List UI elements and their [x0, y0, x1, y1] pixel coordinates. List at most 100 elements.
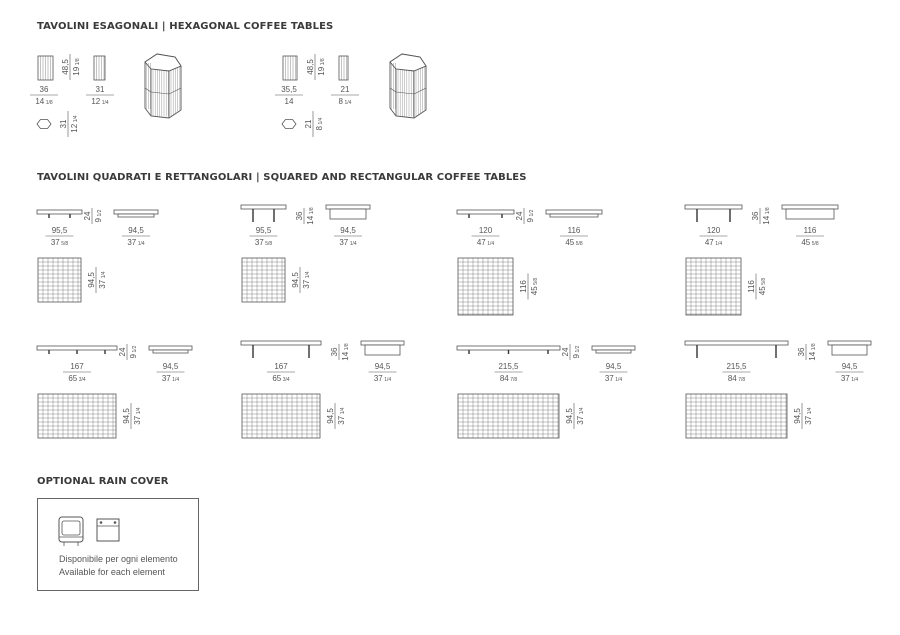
rain-cover-heading: OPTIONAL RAIN COVER	[37, 476, 169, 487]
hex-height-1-metric: 48,5	[61, 59, 70, 75]
table-plan-view	[685, 393, 788, 439]
table-7-length-metric: 215,5	[498, 362, 519, 371]
hex-perspective-view	[389, 53, 427, 119]
table-3-width-metric: 116	[568, 226, 581, 235]
hex-depth-1-metric: 31	[96, 85, 105, 94]
table-4-width-metric: 116	[804, 226, 817, 235]
table-1-length-metric: 95,5	[52, 226, 68, 235]
hex-front-view	[37, 55, 54, 81]
table-5-plan-inch: 371/4	[133, 407, 142, 425]
table-front-top	[456, 209, 515, 215]
hex-perspective-view	[144, 53, 182, 119]
table-2-height-inch: 141/8	[306, 207, 315, 225]
table-4-height-metric: 36	[751, 211, 760, 220]
table-6-plan-metric: 94,5	[326, 408, 335, 424]
hex-height-1-inch: 191/8	[72, 58, 81, 76]
table-2-plan-metric: 94,5	[291, 272, 300, 288]
table-8-length-metric: 215,5	[726, 362, 747, 371]
hex-width-2-inch: 14	[285, 97, 294, 106]
hex-top-view	[36, 119, 52, 129]
table-6-width-metric: 94,5	[375, 362, 391, 371]
table-side-base	[329, 208, 367, 220]
table-front-top	[36, 345, 118, 351]
table-side-base	[549, 213, 599, 218]
table-8-height-inch: 141/8	[808, 343, 817, 361]
hex-height-2-inch: 191/8	[317, 58, 326, 76]
table-3-plan-inch: 455/8	[530, 278, 539, 296]
table-7-width-metric: 94,5	[606, 362, 622, 371]
covered-armchair-icon	[58, 516, 84, 546]
table-front-top	[240, 340, 322, 346]
table-8-height-metric: 36	[797, 347, 806, 356]
table-side-base	[364, 344, 401, 356]
table-plan-view	[241, 257, 286, 303]
table-5-width-metric: 94,5	[163, 362, 179, 371]
table-4-height-inch: 141/8	[762, 207, 771, 225]
hex-top-view	[281, 119, 297, 129]
table-2-length-metric: 95,5	[256, 226, 272, 235]
table-3-height-inch: 91/2	[526, 209, 535, 222]
table-7-height-inch: 91/2	[572, 345, 581, 358]
table-7-height-metric: 24	[561, 347, 570, 356]
rain-cover-icons	[58, 516, 120, 546]
hex-side-view	[338, 55, 349, 81]
table-6-height-inch: 141/8	[341, 343, 350, 361]
hex-top-2-inch: 81/4	[315, 117, 324, 130]
table-side-top	[591, 345, 636, 351]
table-plan-view	[457, 393, 560, 439]
table-plan-view	[457, 257, 514, 316]
table-7-plan-metric: 94,5	[565, 408, 574, 424]
table-side-top	[781, 204, 839, 210]
table-5-plan-metric: 94,5	[122, 408, 131, 424]
rain-cover-box: Disponibile per ogni elemento Available …	[37, 498, 199, 591]
table-6-plan-inch: 371/4	[337, 407, 346, 425]
hex-width-1-metric: 36	[40, 85, 49, 94]
table-4-plan-inch: 455/8	[758, 278, 767, 296]
table-5-length-metric: 167	[70, 362, 84, 371]
table-6-height-metric: 36	[330, 347, 339, 356]
table-5-height-inch: 91/2	[129, 345, 138, 358]
table-plan-view	[37, 257, 82, 303]
table-4-plan-metric: 116	[747, 280, 756, 293]
table-1-plan-inch: 371/4	[98, 271, 107, 289]
table-5-height-metric: 24	[118, 347, 127, 356]
table-plan-view	[241, 393, 321, 439]
table-3-plan-metric: 116	[519, 280, 528, 293]
hex-top-2-metric: 21	[304, 119, 313, 128]
covered-table-icon	[96, 518, 120, 542]
table-1-plan-metric: 94,5	[87, 272, 96, 288]
hex-front-view	[282, 55, 298, 81]
table-2-width-metric: 94,5	[340, 226, 356, 235]
table-8-width-metric: 94,5	[842, 362, 858, 371]
table-8-plan-inch: 371/4	[804, 407, 813, 425]
table-front-top	[456, 345, 561, 351]
table-side-top	[148, 345, 193, 351]
table-6-length-metric: 167	[274, 362, 288, 371]
table-4-length-metric: 120	[707, 226, 721, 235]
table-side-base	[595, 349, 632, 354]
table-1-height-metric: 24	[83, 211, 92, 220]
